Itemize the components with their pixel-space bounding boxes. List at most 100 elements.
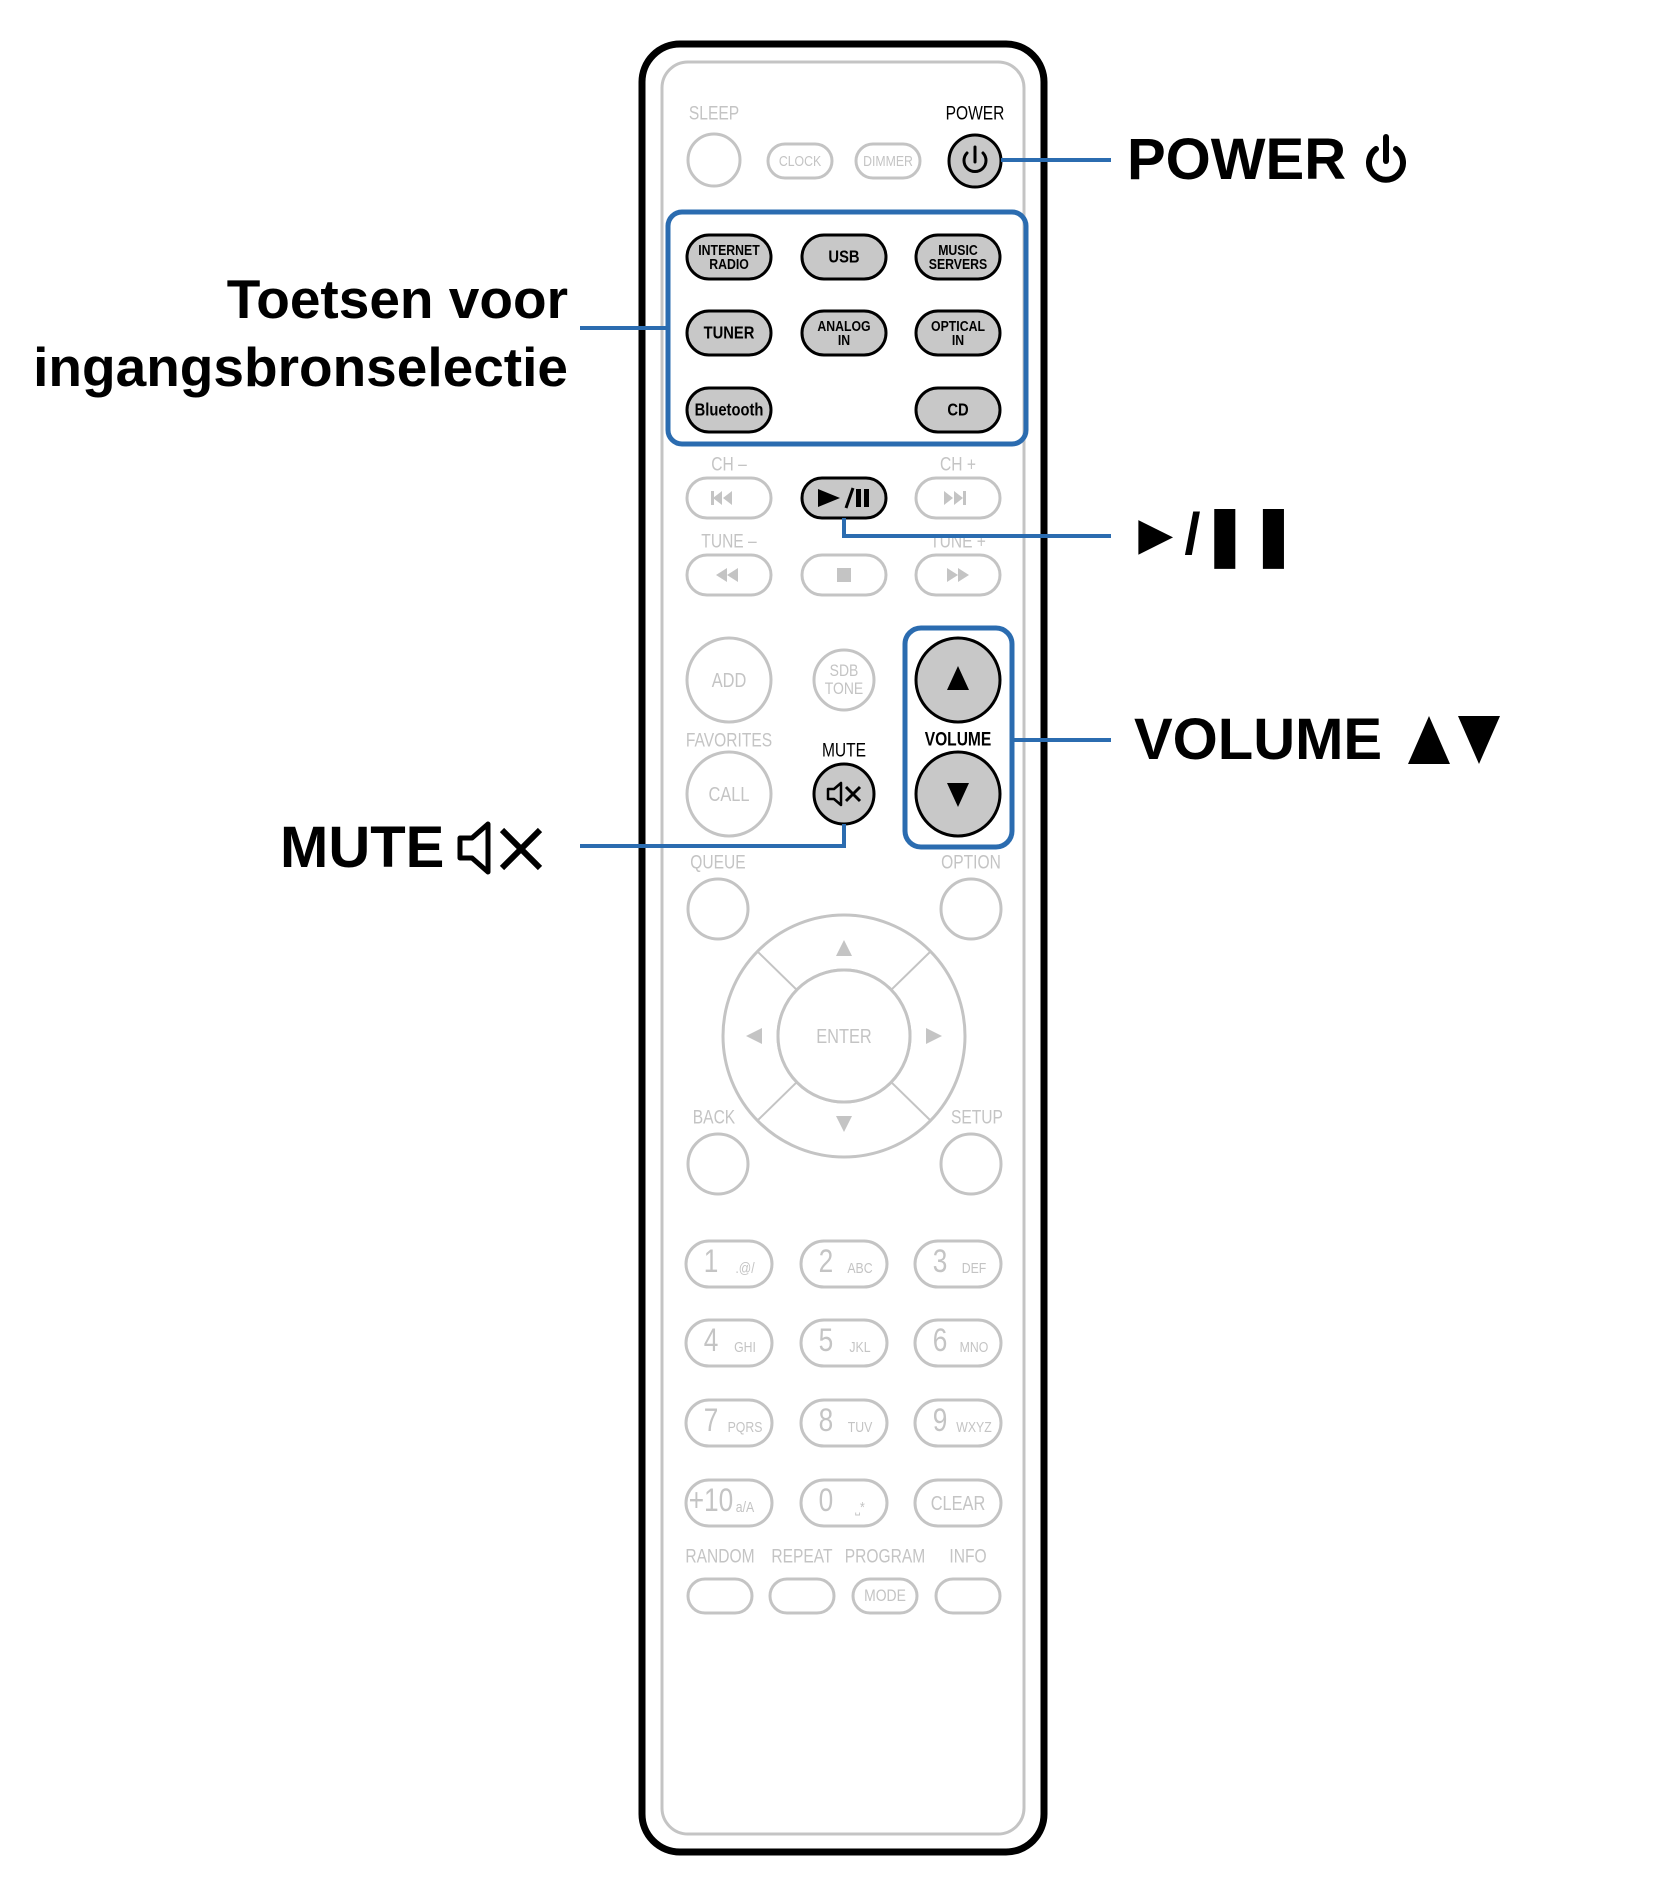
fast-forward-icon [947, 568, 969, 582]
mute-leader-line [580, 824, 846, 848]
numpad-key-10[interactable] [684, 1478, 774, 1528]
clock-label: CLOCK [779, 153, 821, 169]
call-button[interactable] [685, 750, 773, 838]
option-button[interactable] [939, 877, 1003, 941]
volume-callout: VOLUME [1134, 706, 1502, 773]
numpad-key-12-label: CLEAR [931, 1492, 986, 1515]
dimmer-button[interactable] [854, 142, 922, 180]
queue-button[interactable] [686, 877, 750, 941]
dpad-left-arrow-icon [746, 1028, 762, 1044]
numpad-key-6-number: 6 [933, 1324, 948, 1359]
music-servers-button[interactable] [914, 233, 1002, 281]
bluetooth-button[interactable] [685, 386, 773, 434]
add-button[interactable] [685, 636, 773, 724]
volume-down-icon [947, 783, 969, 807]
analog-in-button[interactable] [800, 309, 888, 357]
program-label: PROGRAM [845, 1545, 925, 1567]
pause-icon-right [864, 489, 869, 507]
bluetooth-label: Bluetooth [695, 400, 764, 420]
numpad-key-5-number: 5 [819, 1324, 834, 1359]
mute-icon [457, 821, 543, 874]
internet-radio-button[interactable] [685, 233, 773, 281]
usb-button[interactable] [800, 233, 888, 281]
numpad-key-4[interactable] [684, 1318, 774, 1368]
dpad-right-arrow-icon [926, 1028, 942, 1044]
numpad-key-12[interactable] [913, 1478, 1003, 1528]
back-label: BACK [693, 1106, 736, 1128]
numpad-key-2[interactable] [799, 1239, 889, 1289]
mute-button[interactable] [812, 762, 876, 826]
optical-in-label-line1: OPTICAL [931, 318, 985, 334]
remote-power-icon [962, 151, 988, 173]
mute-callout: MUTE [280, 814, 546, 881]
internet-radio-label-line2: RADIO [709, 256, 749, 272]
numpad-key-10-number: +10 [689, 1484, 733, 1519]
volume-up-down-icon [1408, 715, 1501, 764]
skip-forward-icon-bar [963, 491, 966, 505]
remote-mute-label: MUTE [822, 739, 866, 761]
option-label: OPTION [941, 851, 1001, 873]
skip-forward-icon [944, 491, 963, 505]
tune-minus-label: TUNE – [701, 530, 757, 552]
numpad-key-1[interactable] [684, 1239, 774, 1289]
program-mode-button[interactable] [851, 1577, 919, 1615]
volume-up-icon [947, 666, 969, 690]
dpad-down-arrow-icon [836, 1116, 852, 1132]
numpad-key-2-number: 2 [819, 1245, 834, 1280]
numpad-key-9[interactable] [913, 1398, 1003, 1448]
numpad-key-11-number: 0 [819, 1484, 834, 1519]
setup-label: SETUP [951, 1106, 1003, 1128]
tuner-button[interactable] [685, 309, 773, 357]
call-label: CALL [709, 783, 750, 806]
numpad-key-3-letters: DEF [962, 1260, 987, 1276]
pause-icon-left [856, 489, 861, 507]
numpad-key-8[interactable] [799, 1398, 889, 1448]
numpad-key-7-number: 7 [704, 1404, 719, 1439]
remote-mute-speaker-icon [826, 781, 843, 807]
tune-plus-label: TUNE + [930, 530, 986, 552]
mode-label: MODE [864, 1587, 906, 1606]
enter-button-face[interactable] [776, 968, 912, 1104]
volume-highlight [902, 625, 1015, 850]
remote-mute-x-icon [844, 785, 862, 803]
music-servers-label-line1: MUSIC [938, 242, 978, 258]
numpad-key-5[interactable] [799, 1318, 889, 1368]
back-button[interactable] [686, 1132, 750, 1196]
repeat-button[interactable] [768, 1577, 836, 1615]
numpad-key-3-number: 3 [933, 1245, 948, 1280]
skip-back-icon-bar [711, 491, 714, 505]
stop-icon [837, 568, 851, 582]
favorites-label: FAVORITES [686, 729, 772, 751]
info-button[interactable] [934, 1577, 1002, 1615]
music-servers-label-line2: SERVERS [929, 256, 988, 272]
numpad-key-1-number: 1 [704, 1245, 719, 1280]
numpad-key-7[interactable] [684, 1398, 774, 1448]
numpad-key-4-letters: GHI [734, 1339, 756, 1355]
numpad-key-7-letters: PQRS [728, 1419, 763, 1435]
random-button[interactable] [686, 1577, 754, 1615]
play-pause-button[interactable] [800, 476, 888, 520]
numpad-key-3[interactable] [913, 1239, 1003, 1289]
repeat-label: REPEAT [771, 1545, 832, 1567]
dimmer-label: DIMMER [863, 153, 913, 169]
add-label: ADD [712, 669, 747, 692]
input-select-line1: Toetsen voor [226, 268, 568, 330]
numpad-key-11[interactable] [799, 1478, 889, 1528]
mute-callout-label: MUTE [280, 815, 445, 880]
numpad-key-6[interactable] [913, 1318, 1003, 1368]
setup-button[interactable] [939, 1132, 1003, 1196]
sdb-tone-button[interactable] [812, 648, 876, 712]
sleep-button[interactable] [686, 132, 742, 188]
queue-label: QUEUE [690, 851, 745, 873]
input-select-line2: ingangsbronselectie [33, 336, 568, 398]
cd-button[interactable] [914, 386, 1002, 434]
dpad-up-arrow-icon [836, 940, 852, 956]
numpad-key-9-number: 9 [933, 1404, 948, 1439]
usb-label: USB [828, 247, 859, 267]
sdb-label: SDB [830, 662, 859, 681]
remote-volume-label: VOLUME [925, 728, 992, 750]
optical-in-button[interactable] [914, 309, 1002, 357]
clock-button[interactable] [766, 142, 834, 180]
